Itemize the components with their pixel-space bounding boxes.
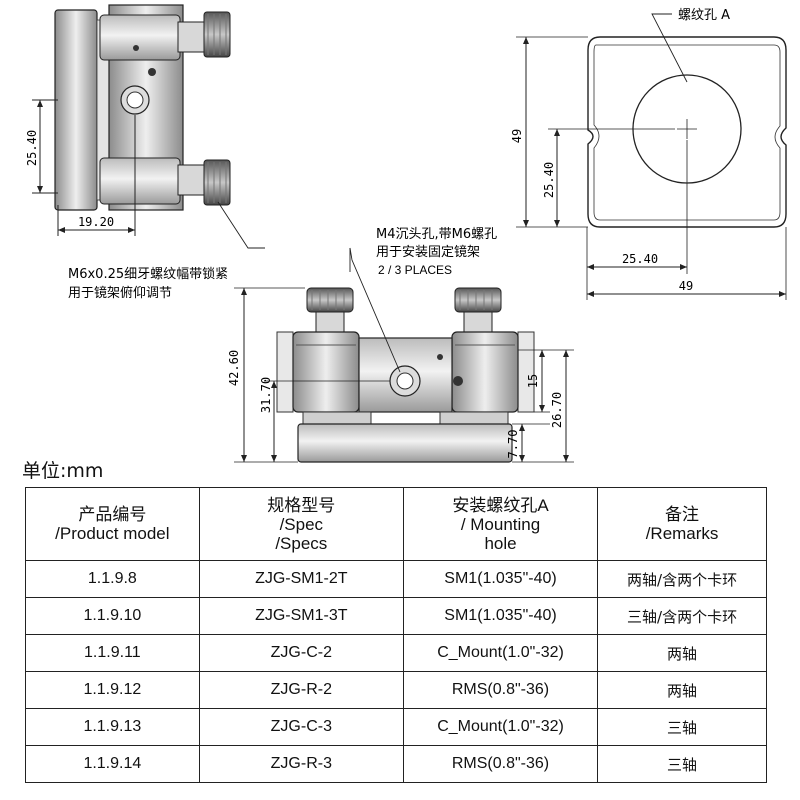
screw-note-line1: M6x0.25细牙螺纹幅带锁紧 xyxy=(68,266,228,282)
top-view: 25.40 19.20 M6x0.25细牙螺纹幅带锁紧 用于镜架俯仰调节 xyxy=(25,4,265,301)
plate-view: 螺纹孔 A 49 25.40 25.40 49 xyxy=(510,8,787,300)
cell-remarks: 两轴 xyxy=(597,634,767,672)
table-row: 1.1.9.11 ZJG-C-2 C_Mount(1.0"-32) 两轴 xyxy=(25,634,767,672)
cell-remarks: 三轴/含两个卡环 xyxy=(597,597,767,635)
plate-dim-width-total: 49 xyxy=(679,279,693,293)
cell-mounting-hole: C_Mount(1.0"-32) xyxy=(402,708,599,746)
cell-remarks: 三轴 xyxy=(597,708,767,746)
table-row: 1.1.9.14 ZJG-R-3 RMS(0.8"-36) 三轴 xyxy=(25,745,767,783)
top-dim-height: 25.40 xyxy=(25,130,39,166)
cell-remarks: 两轴 xyxy=(597,671,767,709)
cell-spec: ZJG-C-2 xyxy=(198,634,404,672)
cell-spec: ZJG-R-2 xyxy=(198,671,404,709)
top-dim-width: 19.20 xyxy=(78,215,114,229)
front-dim-center-height: 31.70 xyxy=(259,377,273,413)
cell-remarks: 两轴/含两个卡环 xyxy=(597,560,767,598)
cell-mounting-hole: RMS(0.8"-36) xyxy=(402,745,599,783)
front-dim-total-height: 42.60 xyxy=(227,350,241,386)
cell-product-model: 1.1.9.11 xyxy=(25,634,200,672)
table-row: 1.1.9.8 ZJG-SM1-2T SM1(1.035"-40) 两轴/含两个… xyxy=(25,560,767,598)
mount-note-line2: 用于安装固定镜架 xyxy=(376,245,480,260)
cell-spec: ZJG-SM1-2T xyxy=(198,560,404,598)
plate-dim-height-center: 25.40 xyxy=(542,162,556,198)
spec-table: 产品编号/Product model 规格型号/Spec/Specs 安装螺纹孔… xyxy=(25,487,767,783)
mount-note-line3: 2 / 3 PLACES xyxy=(378,263,452,277)
front-dim-block: 15 xyxy=(526,374,540,388)
table-row: 1.1.9.10 ZJG-SM1-3T SM1(1.035"-40) 三轴/含两… xyxy=(25,597,767,635)
table-row: 1.1.9.12 ZJG-R-2 RMS(0.8"-36) 两轴 xyxy=(25,671,767,709)
hole-label: 螺纹孔 A xyxy=(678,8,730,23)
cell-mounting-hole: C_Mount(1.0"-32) xyxy=(402,634,599,672)
cell-product-model: 1.1.9.12 xyxy=(25,671,200,709)
cell-spec: ZJG-SM1-3T xyxy=(198,597,404,635)
cell-mounting-hole: RMS(0.8"-36) xyxy=(402,671,599,709)
header-remarks: 备注/Remarks xyxy=(597,487,767,561)
cell-spec: ZJG-C-3 xyxy=(198,708,404,746)
cell-product-model: 1.1.9.13 xyxy=(25,708,200,746)
cell-mounting-hole: SM1(1.035"-40) xyxy=(402,597,599,635)
table-header-row: 产品编号/Product model 规格型号/Spec/Specs 安装螺纹孔… xyxy=(25,487,767,561)
front-view: M4沉头孔,带M6螺孔 用于安装固定镜架 2 / 3 PLACES 42.60 … xyxy=(227,227,574,463)
cell-mounting-hole: SM1(1.035"-40) xyxy=(402,560,599,598)
header-product-model: 产品编号/Product model xyxy=(25,487,200,561)
screw-note-line2: 用于镜架俯仰调节 xyxy=(68,285,172,301)
header-spec: 规格型号/Spec/Specs xyxy=(198,487,404,561)
cell-remarks: 三轴 xyxy=(597,745,767,783)
unit-label: 单位:mm xyxy=(22,460,104,482)
plate-dim-width-center: 25.40 xyxy=(622,252,658,266)
cell-product-model: 1.1.9.10 xyxy=(25,597,200,635)
cell-spec: ZJG-R-3 xyxy=(198,745,404,783)
front-dim-base: 7.70 xyxy=(506,430,520,459)
mount-note-line1: M4沉头孔,带M6螺孔 xyxy=(376,227,497,242)
cell-product-model: 1.1.9.14 xyxy=(25,745,200,783)
plate-dim-height-total: 49 xyxy=(510,129,524,143)
table-row: 1.1.9.13 ZJG-C-3 C_Mount(1.0"-32) 三轴 xyxy=(25,708,767,746)
front-dim-right-height: 26.70 xyxy=(550,392,564,428)
cell-product-model: 1.1.9.8 xyxy=(25,560,200,598)
technical-drawing: 25.40 19.20 M6x0.25细牙螺纹幅带锁紧 用于镜架俯仰调节 螺纹孔… xyxy=(25,4,787,463)
